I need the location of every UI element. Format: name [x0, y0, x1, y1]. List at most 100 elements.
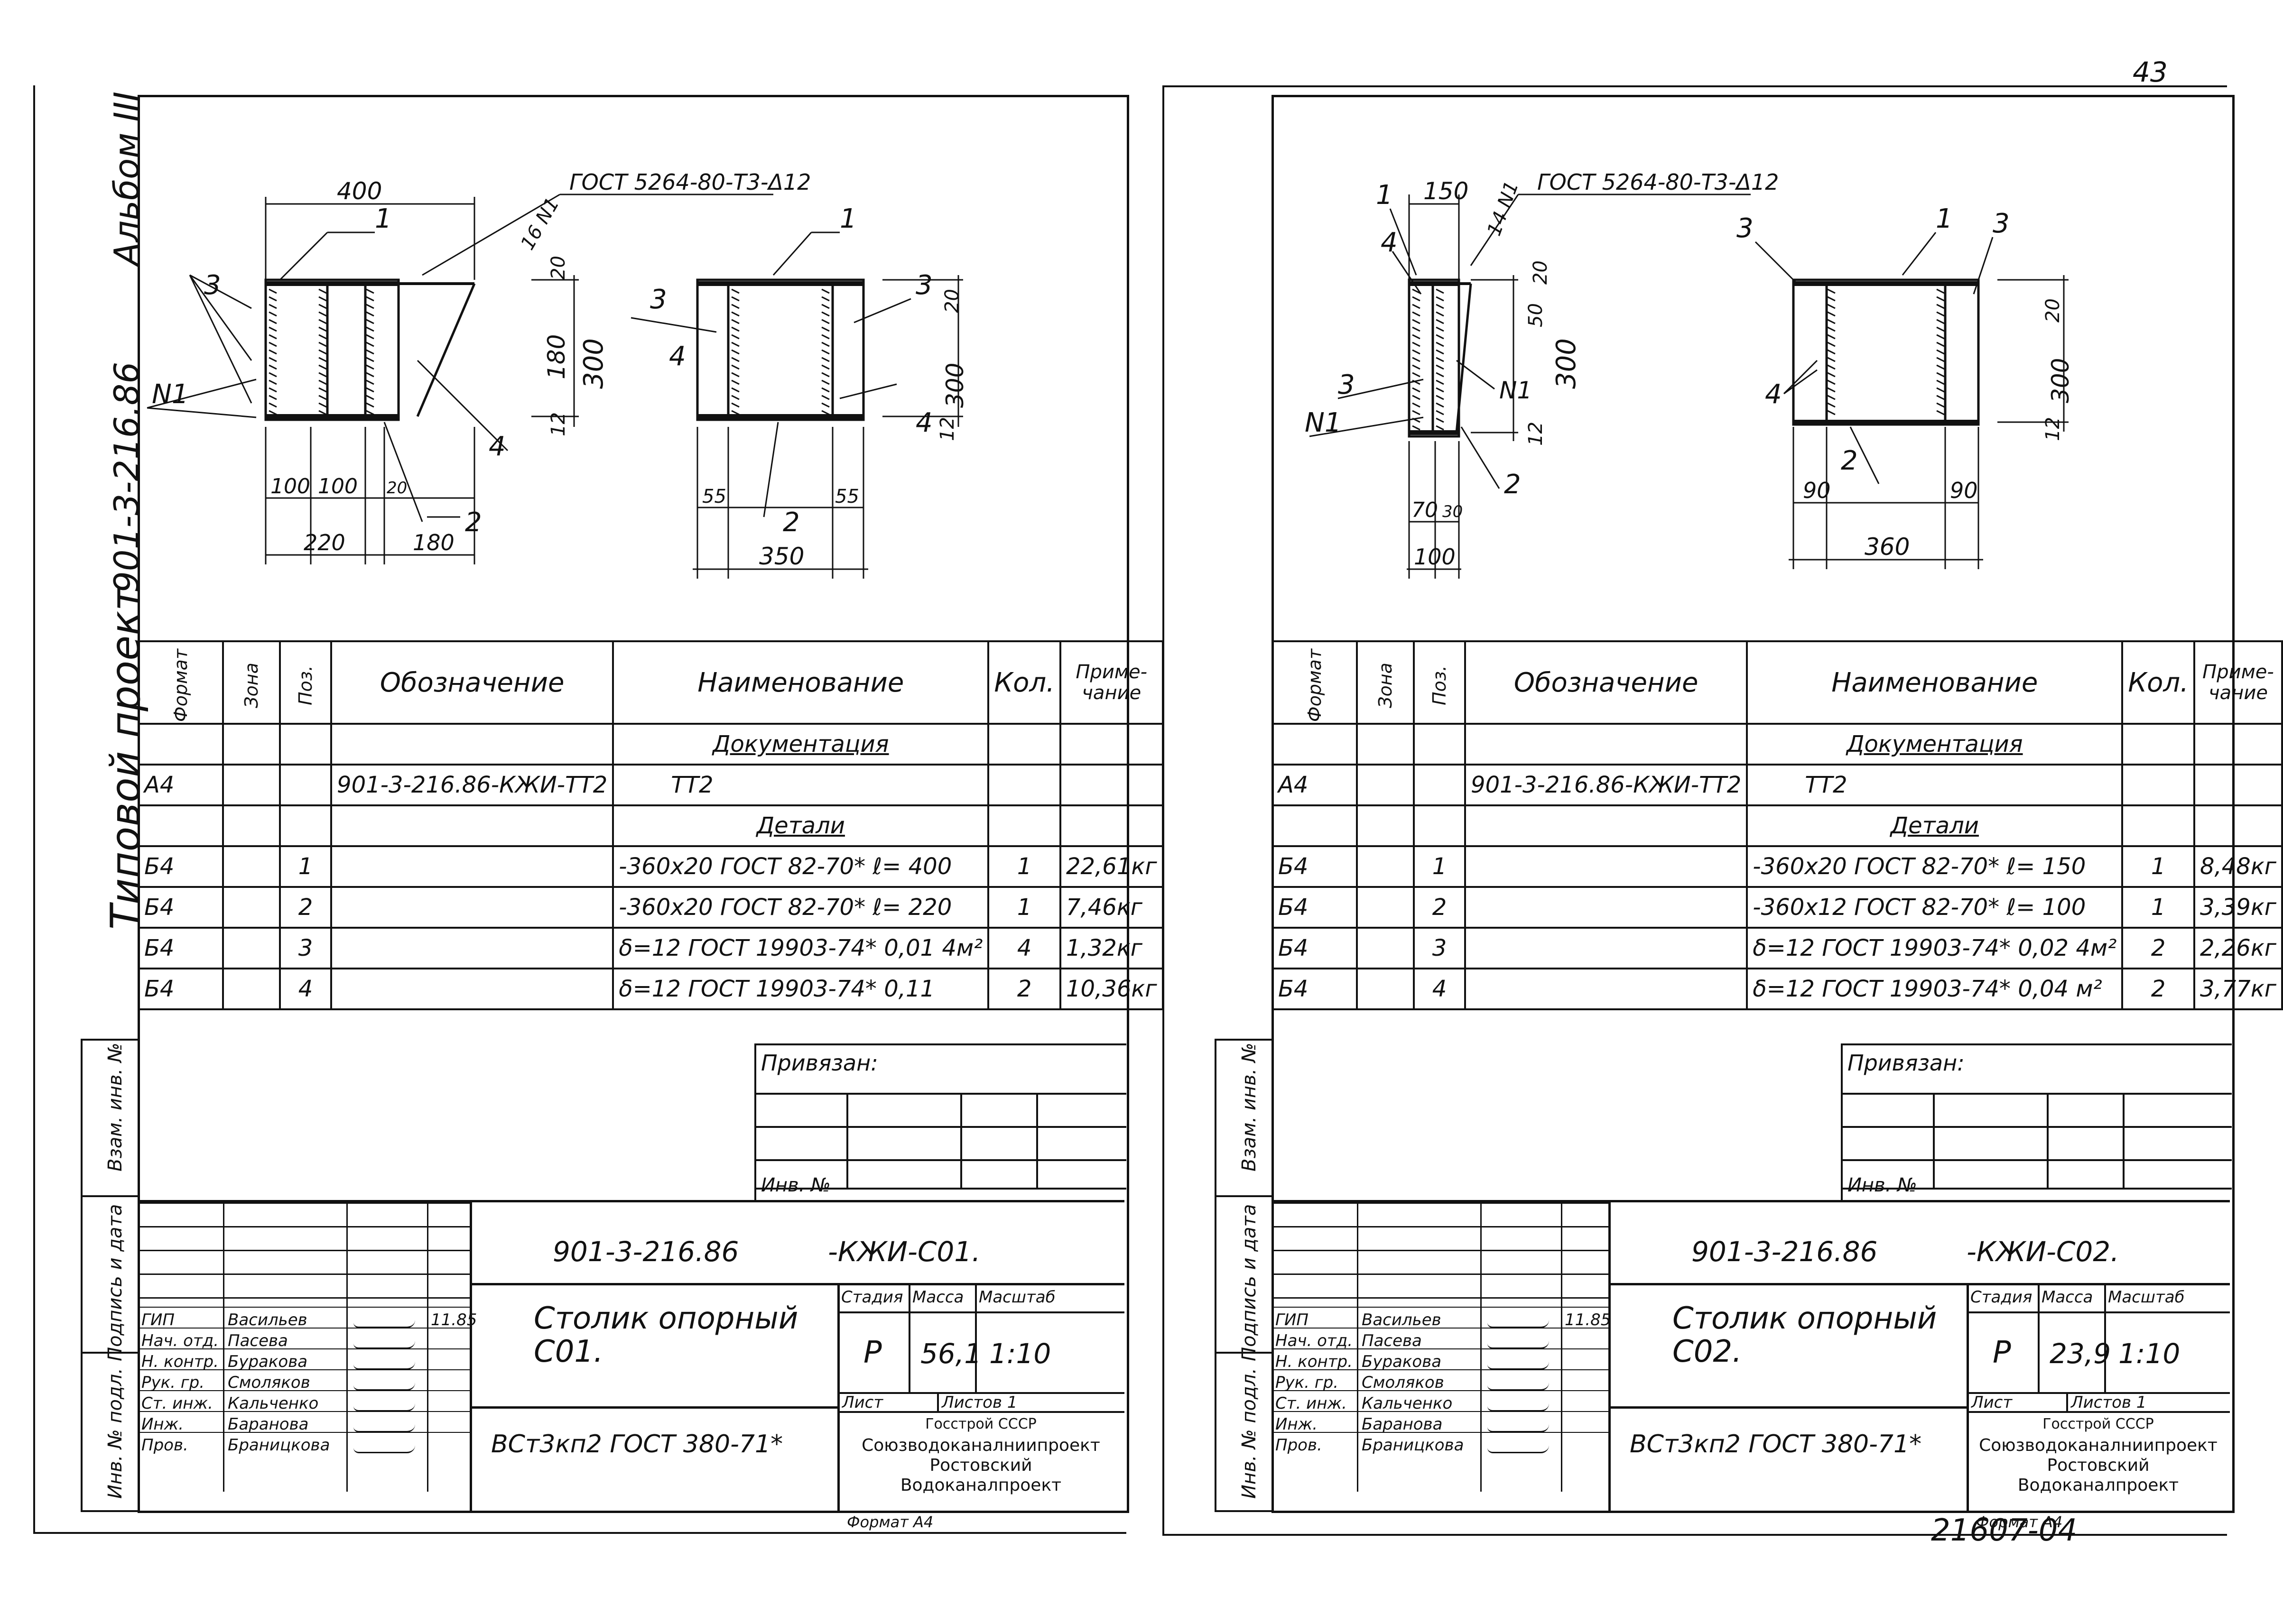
signature-role: Нач. отд. — [1275, 1331, 1353, 1350]
cell-designation — [330, 968, 614, 1010]
weld-hatch — [1436, 349, 1444, 355]
grid-line — [756, 1188, 1126, 1190]
cell-qty: 2 — [2121, 927, 2195, 969]
signature-scribble — [1487, 1424, 1549, 1432]
dim-label: 55 — [702, 486, 726, 508]
weld-hatch — [366, 387, 374, 393]
cell-note — [1059, 804, 1164, 847]
cell-name: ТТ2 — [612, 764, 990, 806]
stage-line — [1967, 1392, 2230, 1394]
weld-hatch — [366, 395, 374, 400]
header-pos: Поз. — [1412, 640, 1466, 725]
cell-format — [1271, 804, 1358, 847]
header-name: Наименование — [612, 640, 990, 725]
dim-label: 150 — [1423, 177, 1468, 205]
dim-label: 360 — [1865, 533, 1910, 561]
weld-hatch — [1436, 417, 1444, 423]
signature-name: Васильев — [1362, 1310, 1441, 1329]
dim-label: 300 — [2047, 358, 2074, 403]
cell-format: Б4 — [137, 845, 224, 888]
sign-grid-line — [1271, 1250, 1608, 1251]
drawing-line — [1455, 283, 1472, 433]
drawing-line — [1754, 241, 1799, 286]
signature-role: ГИП — [1275, 1310, 1309, 1329]
sign-row-line — [138, 1328, 470, 1329]
weld-hatch — [821, 288, 830, 294]
weld-hatch — [1936, 304, 1945, 309]
dim-label: 50 — [1525, 303, 1547, 327]
signature-role: Н. контр. — [1275, 1352, 1353, 1371]
drawing-title: Столик опорный С01. — [534, 1301, 798, 1369]
weld-hatch — [269, 410, 277, 415]
callout-label: 3 — [1993, 208, 2010, 239]
header-note: Приме-чание — [1059, 640, 1164, 725]
callout-label: 1 — [1376, 180, 1393, 211]
weld-hatch — [269, 349, 277, 355]
weld-hatch — [1436, 288, 1444, 294]
material-spec: ВСт3кп2 ГОСТ 380-71* — [491, 1430, 783, 1458]
sign-row-line — [138, 1307, 470, 1308]
sign-grid-line — [138, 1202, 470, 1204]
weld-hatch — [1436, 326, 1444, 332]
weld-hatch — [269, 296, 277, 302]
weld-hatch — [821, 357, 830, 362]
weld-hatch — [318, 379, 327, 385]
dim-label: 90 — [1950, 478, 1978, 503]
cell-note: 3,77кг — [2193, 968, 2283, 1010]
drawing-line — [1460, 426, 1500, 489]
sign-row-line — [138, 1369, 470, 1370]
weld-hatch — [269, 334, 277, 340]
weld-hatch — [366, 326, 374, 332]
weld-hatch — [1827, 387, 1836, 393]
cell-designation — [330, 886, 614, 929]
weld-hatch — [1412, 311, 1420, 317]
drawing-line — [1456, 360, 1495, 390]
signature-name: Браницкова — [228, 1436, 330, 1455]
cell-format: Б4 — [1271, 845, 1358, 888]
weld-hatch — [269, 379, 277, 385]
weld-hatch — [821, 349, 830, 355]
weld-hatch — [366, 364, 374, 370]
sheet-outer-border — [1162, 85, 2227, 1536]
privyazan-label: Привязан: — [761, 1050, 878, 1076]
signature-role: Пров. — [1275, 1436, 1322, 1455]
weld-hatch — [821, 364, 830, 370]
weld-hatch — [366, 372, 374, 378]
callout-label: 3 — [650, 284, 667, 315]
stage-line — [837, 1392, 1124, 1394]
drawing-line — [189, 275, 252, 404]
organization-line: Госстрой СССР — [925, 1416, 1037, 1432]
margin-strip — [1215, 1039, 1273, 1512]
weld-hatch — [731, 395, 740, 400]
drawing-plate — [696, 278, 865, 421]
cell-note: 10,36кг — [1059, 968, 1164, 1010]
cell-zone — [222, 886, 281, 929]
grid-line — [2123, 1093, 2125, 1188]
signature-scribble — [353, 1362, 415, 1370]
table-row: Документация — [137, 723, 1164, 766]
sheets-label: Листов 1 — [942, 1393, 1018, 1412]
callout-label: 3 — [1338, 369, 1355, 400]
cell-format: Б4 — [137, 968, 224, 1010]
cell-pos: 2 — [1412, 886, 1466, 929]
dim-label: 300 — [578, 338, 609, 389]
scale-value: 1:10 — [989, 1338, 1051, 1370]
drawing-line — [147, 378, 257, 409]
callout-label: 4 — [669, 341, 686, 372]
strip-divider — [1215, 1195, 1271, 1197]
callout-label: N1 — [152, 379, 189, 410]
weld-hatch — [821, 387, 830, 393]
signature-name: Браницкова — [1362, 1436, 1464, 1455]
weld-hatch — [1936, 402, 1945, 408]
page-number: 43 — [2133, 56, 2168, 88]
weld-hatch — [1827, 288, 1836, 294]
callout-label: 1 — [1936, 203, 1953, 234]
cell-designation — [330, 845, 614, 888]
weld-hatch — [1436, 304, 1444, 309]
weld-hatch — [731, 326, 740, 332]
signature-date: 11.85 — [1565, 1310, 1611, 1329]
weld-hatch — [366, 319, 374, 324]
weld-hatch — [269, 395, 277, 400]
